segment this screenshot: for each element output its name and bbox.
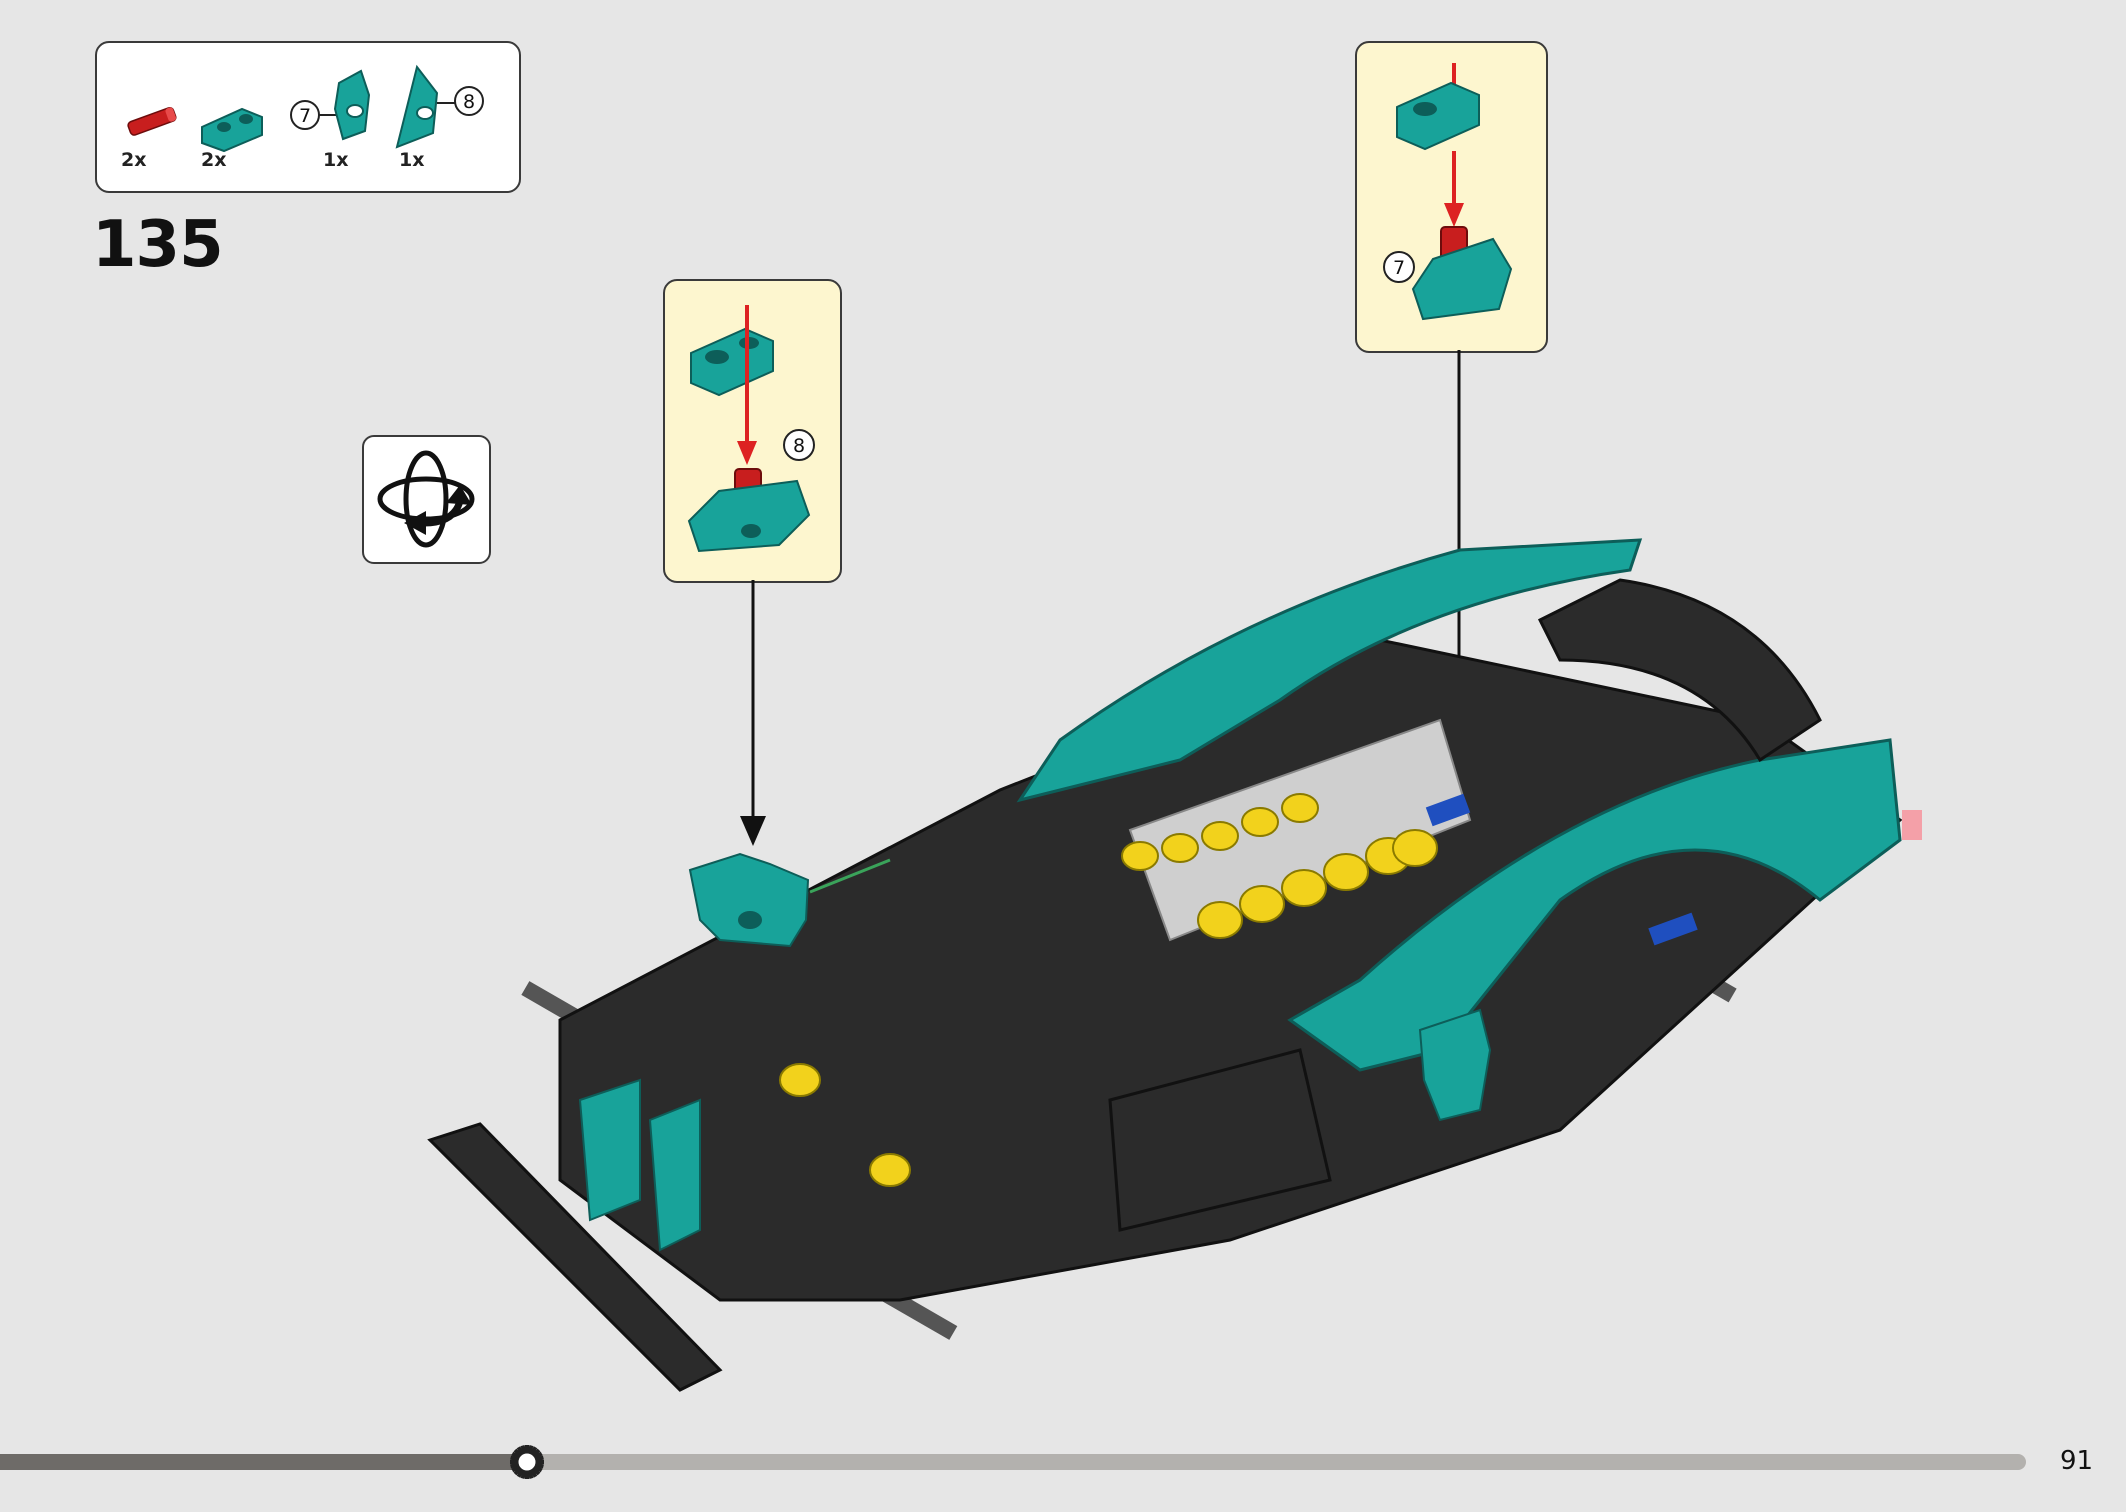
part-qty-red-pin: 2x [121, 149, 147, 171]
subassembly-7-graphics: 7 [1383, 63, 1513, 321]
teal-panel-part-7-placed-icon [1418, 1008, 1492, 1122]
subassembly-callout-8-box: 8 [663, 279, 842, 583]
progress-bar-fill [0, 1454, 527, 1470]
part-qty-liftarm: 2x [201, 149, 227, 171]
parts-list-box: 7 8 2x 2x 1x 1x [95, 41, 521, 193]
part-callout-8: 8 [463, 91, 475, 113]
teal-liftarm-icon [201, 107, 263, 153]
callout-8-icon [454, 86, 484, 116]
step-number: 135 [92, 208, 224, 282]
subassembly-callout-7: 7 [1393, 257, 1405, 279]
part-callout-7: 7 [299, 105, 311, 127]
part-qty-part-8: 1x [399, 149, 425, 171]
parts-list-graphics: 7 8 [127, 64, 484, 153]
teal-liftarm-icon [1396, 81, 1480, 151]
rotate-model-icon [377, 450, 475, 548]
part-qty-part-7: 1x [323, 149, 349, 171]
teal-panel-part-8-placed-icon [688, 852, 810, 948]
rotate-model-box [362, 435, 491, 564]
progress-bar [0, 1454, 2026, 1470]
teal-panel-part-7-icon [1411, 237, 1513, 321]
teal-panel-part-7-icon [333, 69, 371, 141]
subassembly-callout-8: 8 [793, 435, 805, 457]
subassembly-8-graphics: 8 [687, 305, 815, 553]
page-number: 91 [2060, 1446, 2094, 1476]
teal-panel-part-8-icon [395, 64, 439, 149]
red-axle-pin-icon [127, 106, 177, 136]
subassembly-callout-7-box: 7 [1355, 41, 1548, 353]
teal-panel-part-8-icon [687, 479, 811, 553]
